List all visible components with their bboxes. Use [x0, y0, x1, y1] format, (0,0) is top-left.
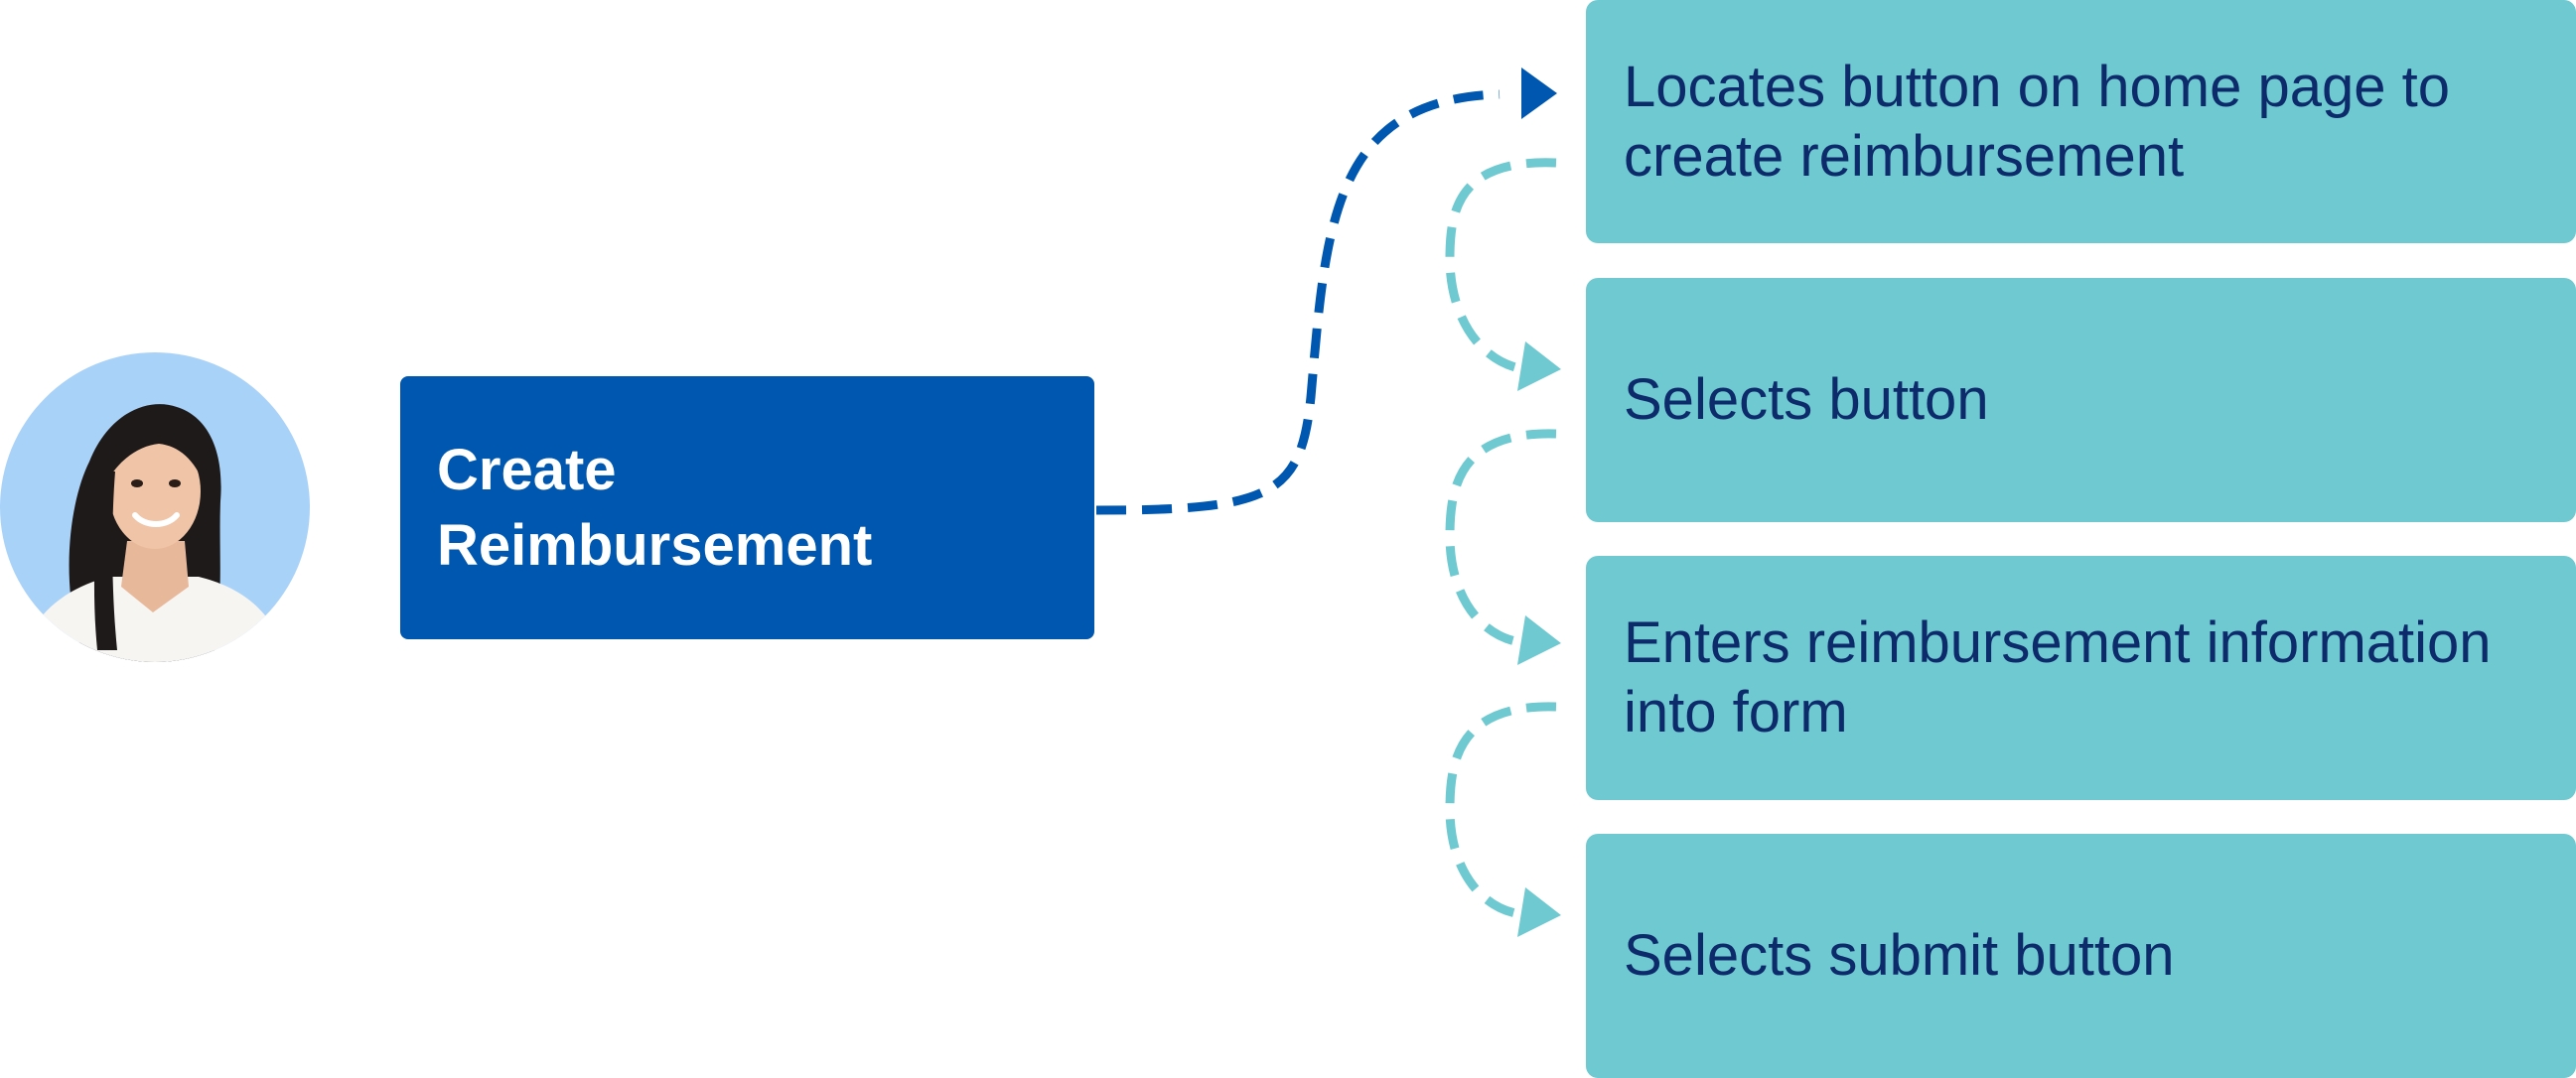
step-label-3: Enters reimbursement information into fo… — [1624, 610, 2492, 744]
step-connector-3 — [1445, 702, 1557, 918]
step-arrowhead-1-icon — [1517, 341, 1561, 391]
user-avatar — [0, 352, 310, 662]
task-label: Create Reimbursement — [437, 437, 873, 578]
step-box-4: Selects submit button — [1586, 834, 2576, 1078]
task-box-create-reimbursement: Create Reimbursement — [400, 376, 1094, 639]
step-box-2: Selects button — [1586, 278, 2576, 522]
step-label-2: Selects button — [1624, 367, 1989, 432]
step-label-1: Locates button on home page to create re… — [1624, 54, 2450, 189]
step-connector-1 — [1445, 158, 1557, 372]
primary-connector — [1095, 89, 1501, 515]
person-avatar-icon — [0, 352, 310, 662]
step-connector-2 — [1445, 429, 1557, 646]
step-box-1: Locates button on home page to create re… — [1586, 0, 2576, 243]
step-arrowhead-3-icon — [1517, 887, 1561, 937]
step-box-3: Enters reimbursement information into fo… — [1586, 556, 2576, 800]
primary-arrowhead-icon — [1521, 67, 1557, 119]
step-label-4: Selects submit button — [1624, 923, 2175, 988]
step-arrowhead-2-icon — [1517, 615, 1561, 665]
